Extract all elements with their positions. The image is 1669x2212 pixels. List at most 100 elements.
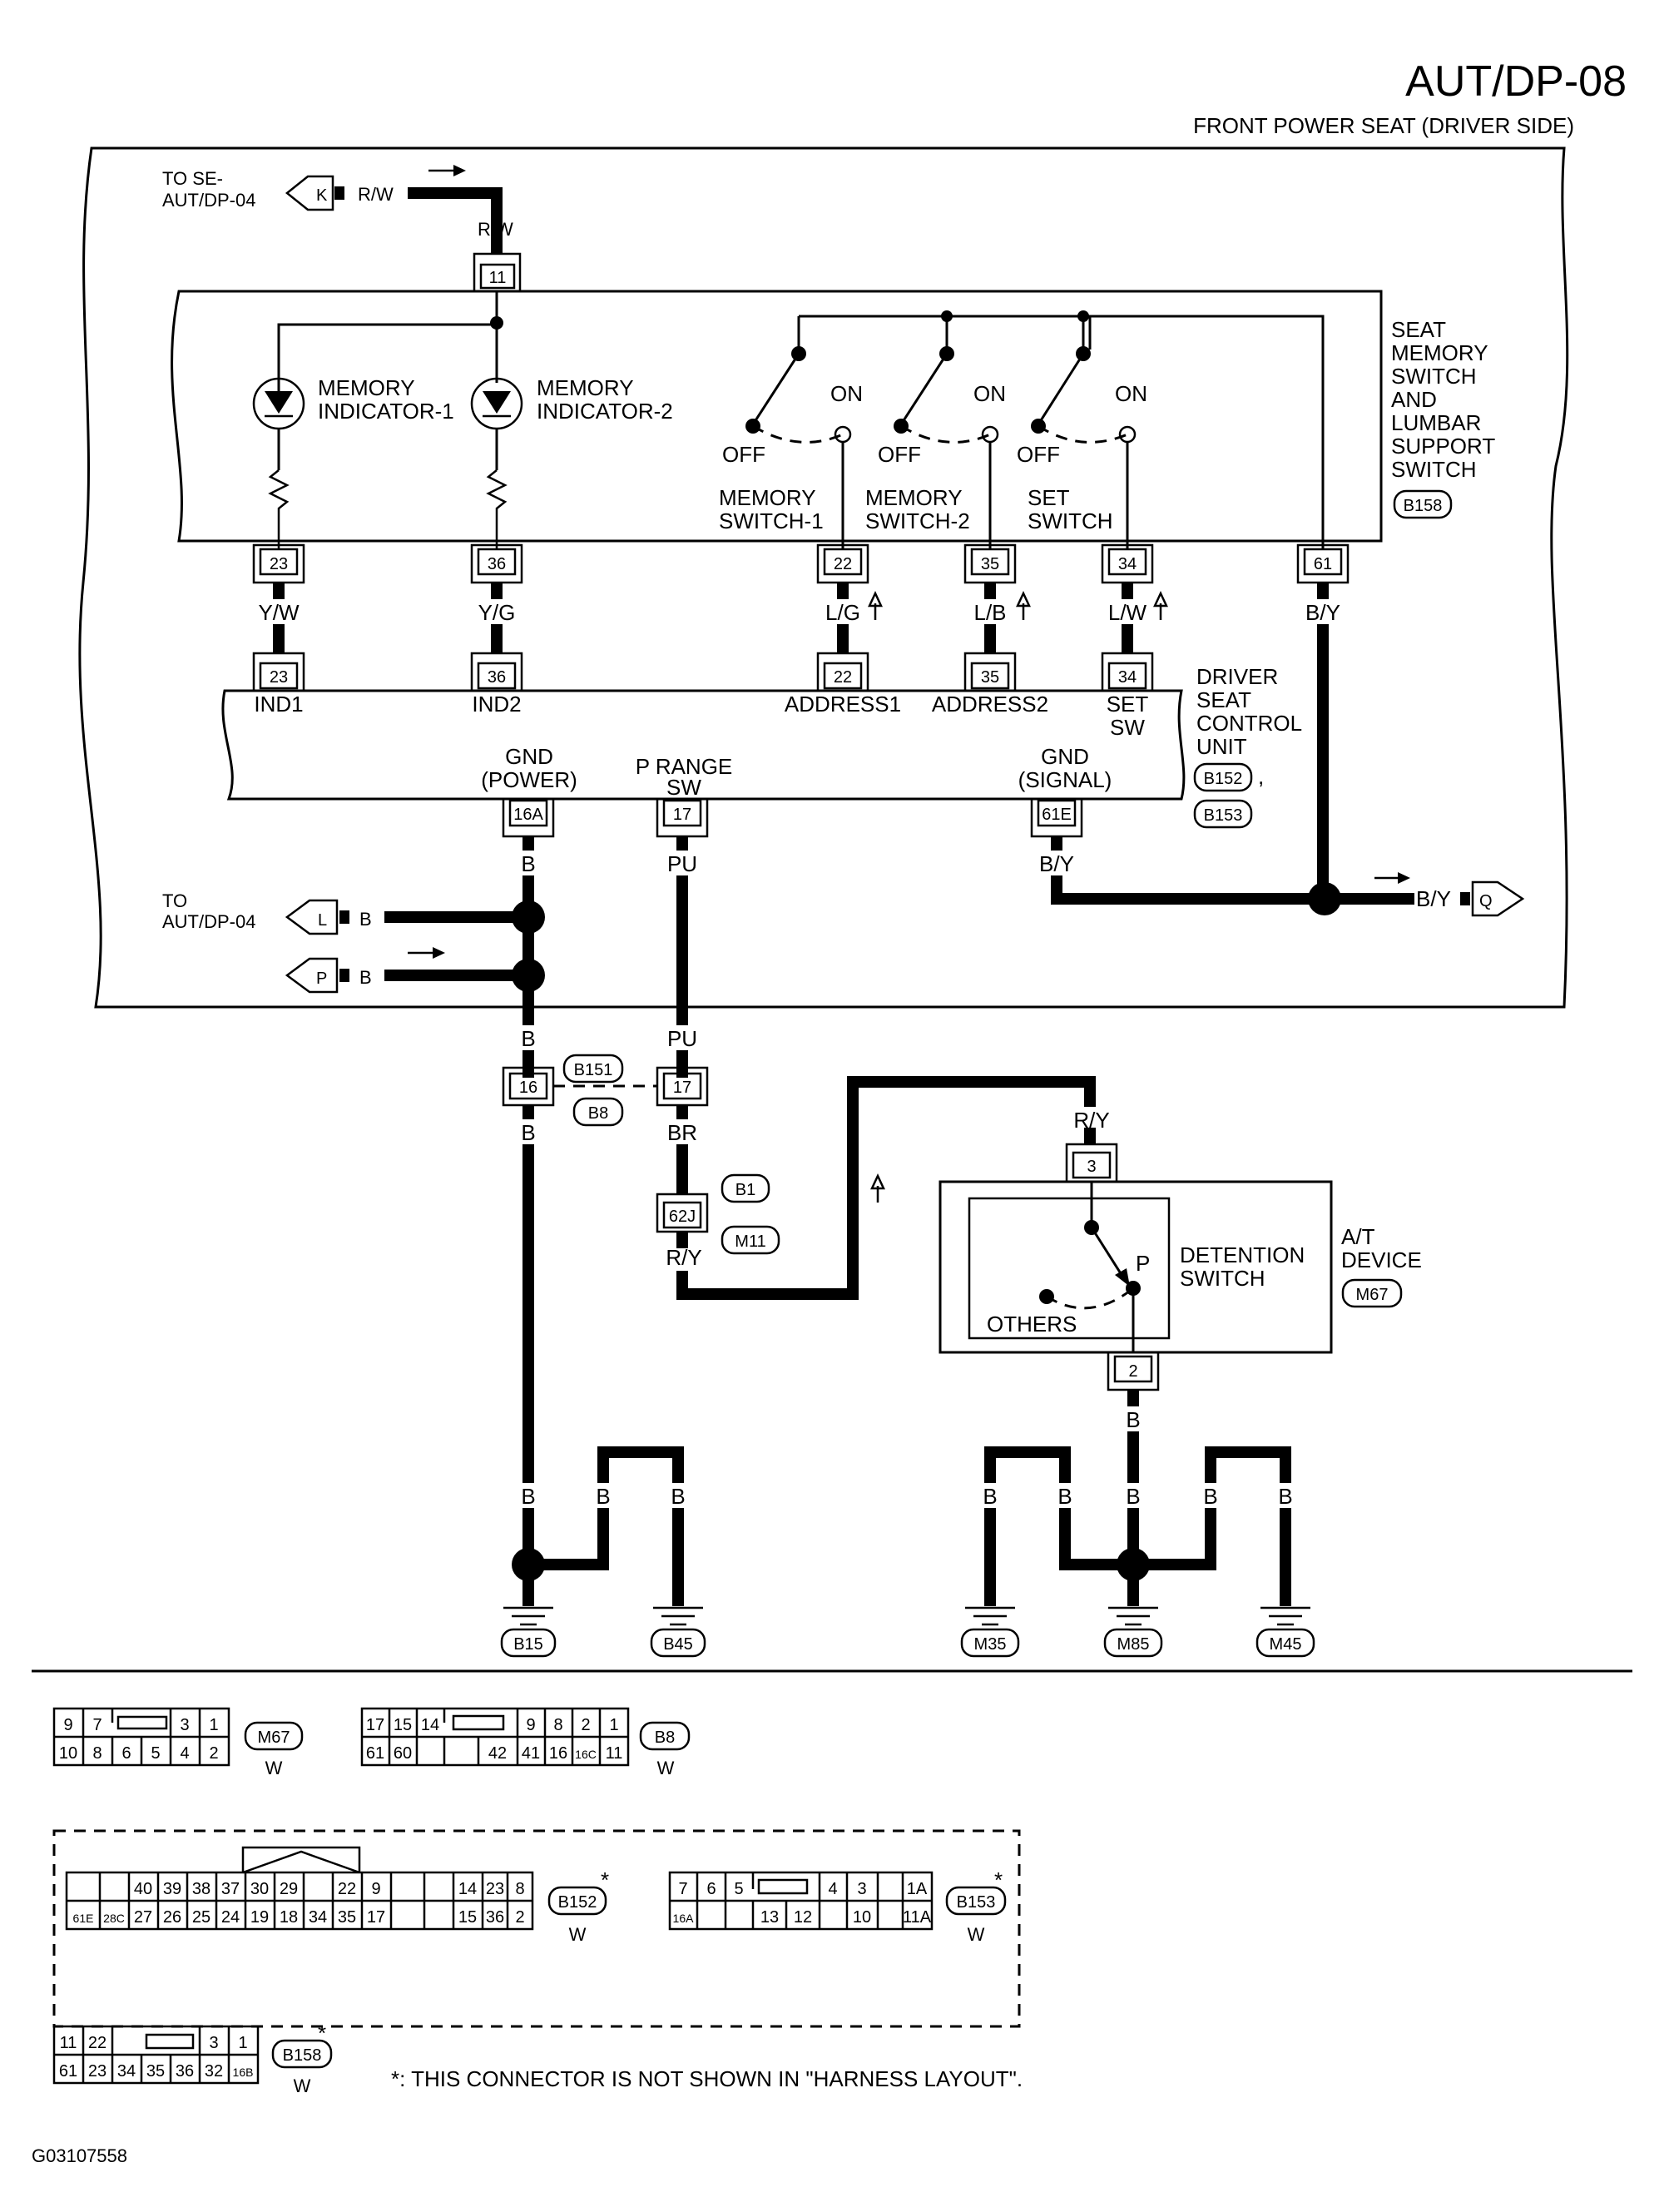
- memory-indicator-1-label-b: INDICATOR-1: [318, 399, 454, 424]
- svg-text:M85: M85: [1117, 1635, 1150, 1654]
- wire-b-label-7: B: [1126, 1407, 1140, 1432]
- unit-pin-61e: 61E: [1030, 797, 1083, 838]
- address1-label: ADDRESS1: [785, 692, 901, 717]
- mem-sw1-label-b: SWITCH-1: [719, 508, 824, 533]
- set-sw-unit-label-a: SET: [1107, 692, 1149, 717]
- seat-sw-pin-35: 35: [963, 543, 1017, 584]
- mem-sw1-off-contact: [745, 419, 760, 434]
- svg-text:36: 36: [176, 2062, 194, 2081]
- rw-arrow-head: [453, 165, 466, 176]
- k-label: K: [316, 186, 328, 205]
- svg-text:23: 23: [270, 668, 288, 687]
- svg-text:10: 10: [59, 1744, 77, 1763]
- p-range-label-b: SW: [666, 775, 701, 800]
- mem-sw2-label-a: MEMORY: [865, 485, 963, 510]
- b8-tag: [572, 1097, 624, 1127]
- seat-sw-title-3: SWITCH: [1391, 364, 1477, 389]
- svg-text:10: 10: [853, 1908, 871, 1927]
- connector-b152: 40 39 38 37 30 29 22 9 14 23 8 61E 28C 2…: [65, 1846, 609, 1945]
- svg-text:36: 36: [486, 1908, 504, 1927]
- unit-pin-36: 36: [470, 652, 523, 692]
- mem-sw2-off-contact: [894, 419, 909, 434]
- mem-sw1-label-a: MEMORY: [719, 485, 816, 510]
- seat-sw-pin-36: 36: [470, 543, 523, 584]
- svg-text:*: *: [601, 1867, 609, 1892]
- wire-lw-label: L/W: [1108, 600, 1147, 625]
- wire-by-label: B/Y: [1305, 600, 1340, 625]
- b152-comma: ,: [1258, 764, 1264, 789]
- lbl-bg-b1: [516, 851, 541, 875]
- ground-b45: B45: [650, 1606, 706, 1658]
- lbl-bg-b3: [516, 1119, 541, 1144]
- l-label: L: [318, 911, 327, 930]
- svg-text:3: 3: [180, 1716, 189, 1734]
- m67-tag: [1341, 1278, 1403, 1308]
- wire-b-label-8: B: [983, 1484, 997, 1509]
- to-se-ref: AUT/DP-04: [162, 190, 255, 211]
- label-bg-yw: [250, 599, 308, 624]
- p-range-label-a: P RANGE: [636, 754, 733, 779]
- seat-sw-title-2: MEMORY: [1391, 340, 1488, 365]
- wire-gnd-b15: [528, 1446, 684, 1606]
- svg-text:16C: 16C: [575, 1748, 597, 1761]
- svg-text:1A: 1A: [907, 1880, 928, 1898]
- wire-yw-label: Y/W: [258, 600, 300, 625]
- ind1-label: IND1: [254, 692, 303, 717]
- seat-sw-title-6: SUPPORT: [1391, 434, 1495, 459]
- ground-m35: M35: [960, 1606, 1020, 1658]
- mem-sw2-on: ON: [973, 381, 1006, 406]
- gnd-power-label-a: GND: [505, 744, 553, 769]
- wire-pu-label-2: PU: [667, 1026, 697, 1051]
- svg-text:24: 24: [221, 1908, 240, 1927]
- svg-text:11: 11: [60, 2034, 77, 2052]
- memory-indicator-1-label-a: MEMORY: [318, 375, 415, 400]
- driver-seat-control-unit-box: [221, 689, 1186, 801]
- gnd-power-label-b: (POWER): [481, 767, 577, 792]
- internal-feed-line: [277, 291, 498, 399]
- seat-sw-title-1: SEAT: [1391, 317, 1446, 342]
- by-out-label: B/Y: [1416, 886, 1451, 911]
- mem-sw2-off: OFF: [878, 442, 921, 467]
- svg-text:61: 61: [1314, 555, 1332, 573]
- rail-dot-1: [941, 310, 953, 322]
- wire-lb-label: L/B: [973, 600, 1006, 625]
- q-terminal: [1460, 892, 1470, 905]
- svg-text:6: 6: [706, 1880, 716, 1898]
- svg-text:23: 23: [88, 2062, 106, 2081]
- mem-sw1-on: ON: [830, 381, 863, 406]
- svg-text:5: 5: [151, 1744, 160, 1763]
- wire-gnd-m35: [984, 1446, 1133, 1606]
- footnote: *: THIS CONNECTOR IS NOT SHOWN IN "HARNE…: [391, 2066, 1023, 2091]
- mem-sw2-label-b: SWITCH-2: [865, 508, 970, 533]
- svg-text:36: 36: [488, 668, 506, 687]
- svg-text:9: 9: [371, 1880, 380, 1898]
- unit-title-4: UNIT: [1196, 734, 1247, 759]
- svg-text:W: W: [265, 1758, 283, 1778]
- seat-sw-pin-34: 34: [1101, 543, 1154, 584]
- svg-text:16: 16: [519, 1079, 537, 1097]
- svg-text:3: 3: [1087, 1158, 1096, 1176]
- rw-wire-label-2: R/W: [478, 219, 513, 240]
- svg-text:60: 60: [394, 1744, 412, 1763]
- to-label: TO: [162, 890, 187, 911]
- seat-sw-pin-22: 22: [816, 543, 869, 584]
- unit-pin-22: 22: [816, 652, 869, 692]
- connector-b8: 17 15 14 9 8 2 1 61 60 42 41 16 16C 11 B…: [360, 1707, 691, 1778]
- b151-tag: [562, 1054, 624, 1084]
- svg-text:35: 35: [981, 555, 999, 573]
- connector-b158: 11 22 3 1 61 23 34 35 36 32 16B B158 * W: [52, 2021, 333, 2096]
- page-code: AUT/DP-08: [1405, 57, 1627, 106]
- wire-b-label-2: B: [521, 1026, 535, 1051]
- svg-text:12: 12: [794, 1908, 812, 1927]
- seat-sw-title-5: LUMBAR: [1391, 410, 1481, 435]
- svg-text:61: 61: [366, 1744, 384, 1763]
- set-sw-dash: [1038, 424, 1128, 444]
- svg-text:17: 17: [673, 806, 691, 824]
- seat-sw-pin-23: 23: [252, 543, 305, 584]
- b153-tag-label: B153: [1204, 806, 1243, 825]
- svg-text:42: 42: [488, 1744, 507, 1763]
- svg-text:2: 2: [515, 1908, 524, 1927]
- wire-ry-label: R/Y: [666, 1245, 701, 1270]
- svg-text:61E: 61E: [73, 1912, 94, 1925]
- label-bg-lb: [965, 599, 1015, 624]
